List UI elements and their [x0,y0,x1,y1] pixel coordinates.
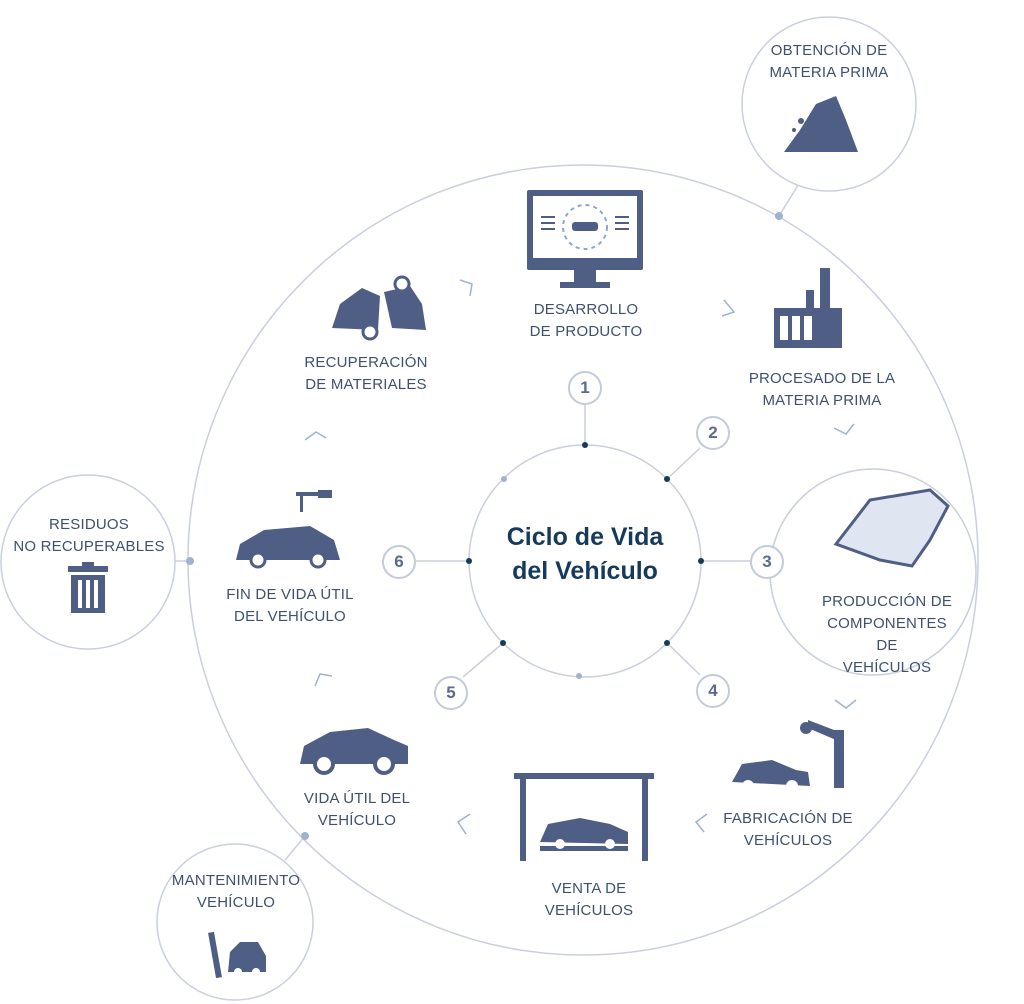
step-number-4: 4 [696,674,730,708]
step-number-1: 1 [568,371,602,405]
label-residuos: RESIDUOS NO RECUPERABLES [13,516,165,555]
label-vida-util: VIDA ÚTIL DEL VEHÍCULO [303,790,411,829]
step-number-2: 2 [696,416,730,450]
flow-arrows [304,279,857,835]
showroom-car-icon [514,773,654,861]
label-mantenimiento: MANTENIMIENTO VEHÍCULO [171,872,301,911]
satellite-mantenimiento [156,843,314,1001]
step-number-6: 6 [382,545,416,579]
label-obtencion: OBTENCIÓN DE MATERIA PRIMA [769,42,889,81]
label-procesado: PROCESADO DE LA MATERIA PRIMA [748,370,896,409]
factory-icon [774,268,842,348]
label-venta: VENTA DE VEHÍCULOS [544,880,634,919]
crane-car-icon [236,490,340,569]
trash-bin-icon [68,562,108,613]
label-produccion: PRODUCCIÓN DE COMPONENTES DE VEHÍCULOS [821,593,953,676]
diagram-title: Ciclo de Vida del Vehículo [507,520,664,588]
label-fabricacion: FABRICACIÓN DE VEHÍCULOS [723,810,853,849]
sedan-car-icon [300,728,408,775]
car-parts-icon [332,275,426,341]
step-number-5: 5 [434,676,468,710]
rock-quarry-icon [784,96,858,152]
label-fin-vida: FIN DE VIDA ÚTIL DEL VEHÍCULO [226,586,354,625]
wrench-car-icon [208,931,266,979]
title-line-2: del Vehículo [512,557,658,585]
step-number-3: 3 [750,545,784,579]
label-recuperacion: RECUPERACIÓN DE MATERIALES [304,354,428,393]
title-line-1: Ciclo de Vida [506,523,664,551]
car-body-icon [833,488,950,568]
robot-arm-car-icon [732,720,844,792]
monitor-icon [527,190,643,288]
label-desarrollo: DESARROLLO DE PRODUCTO [529,301,643,340]
